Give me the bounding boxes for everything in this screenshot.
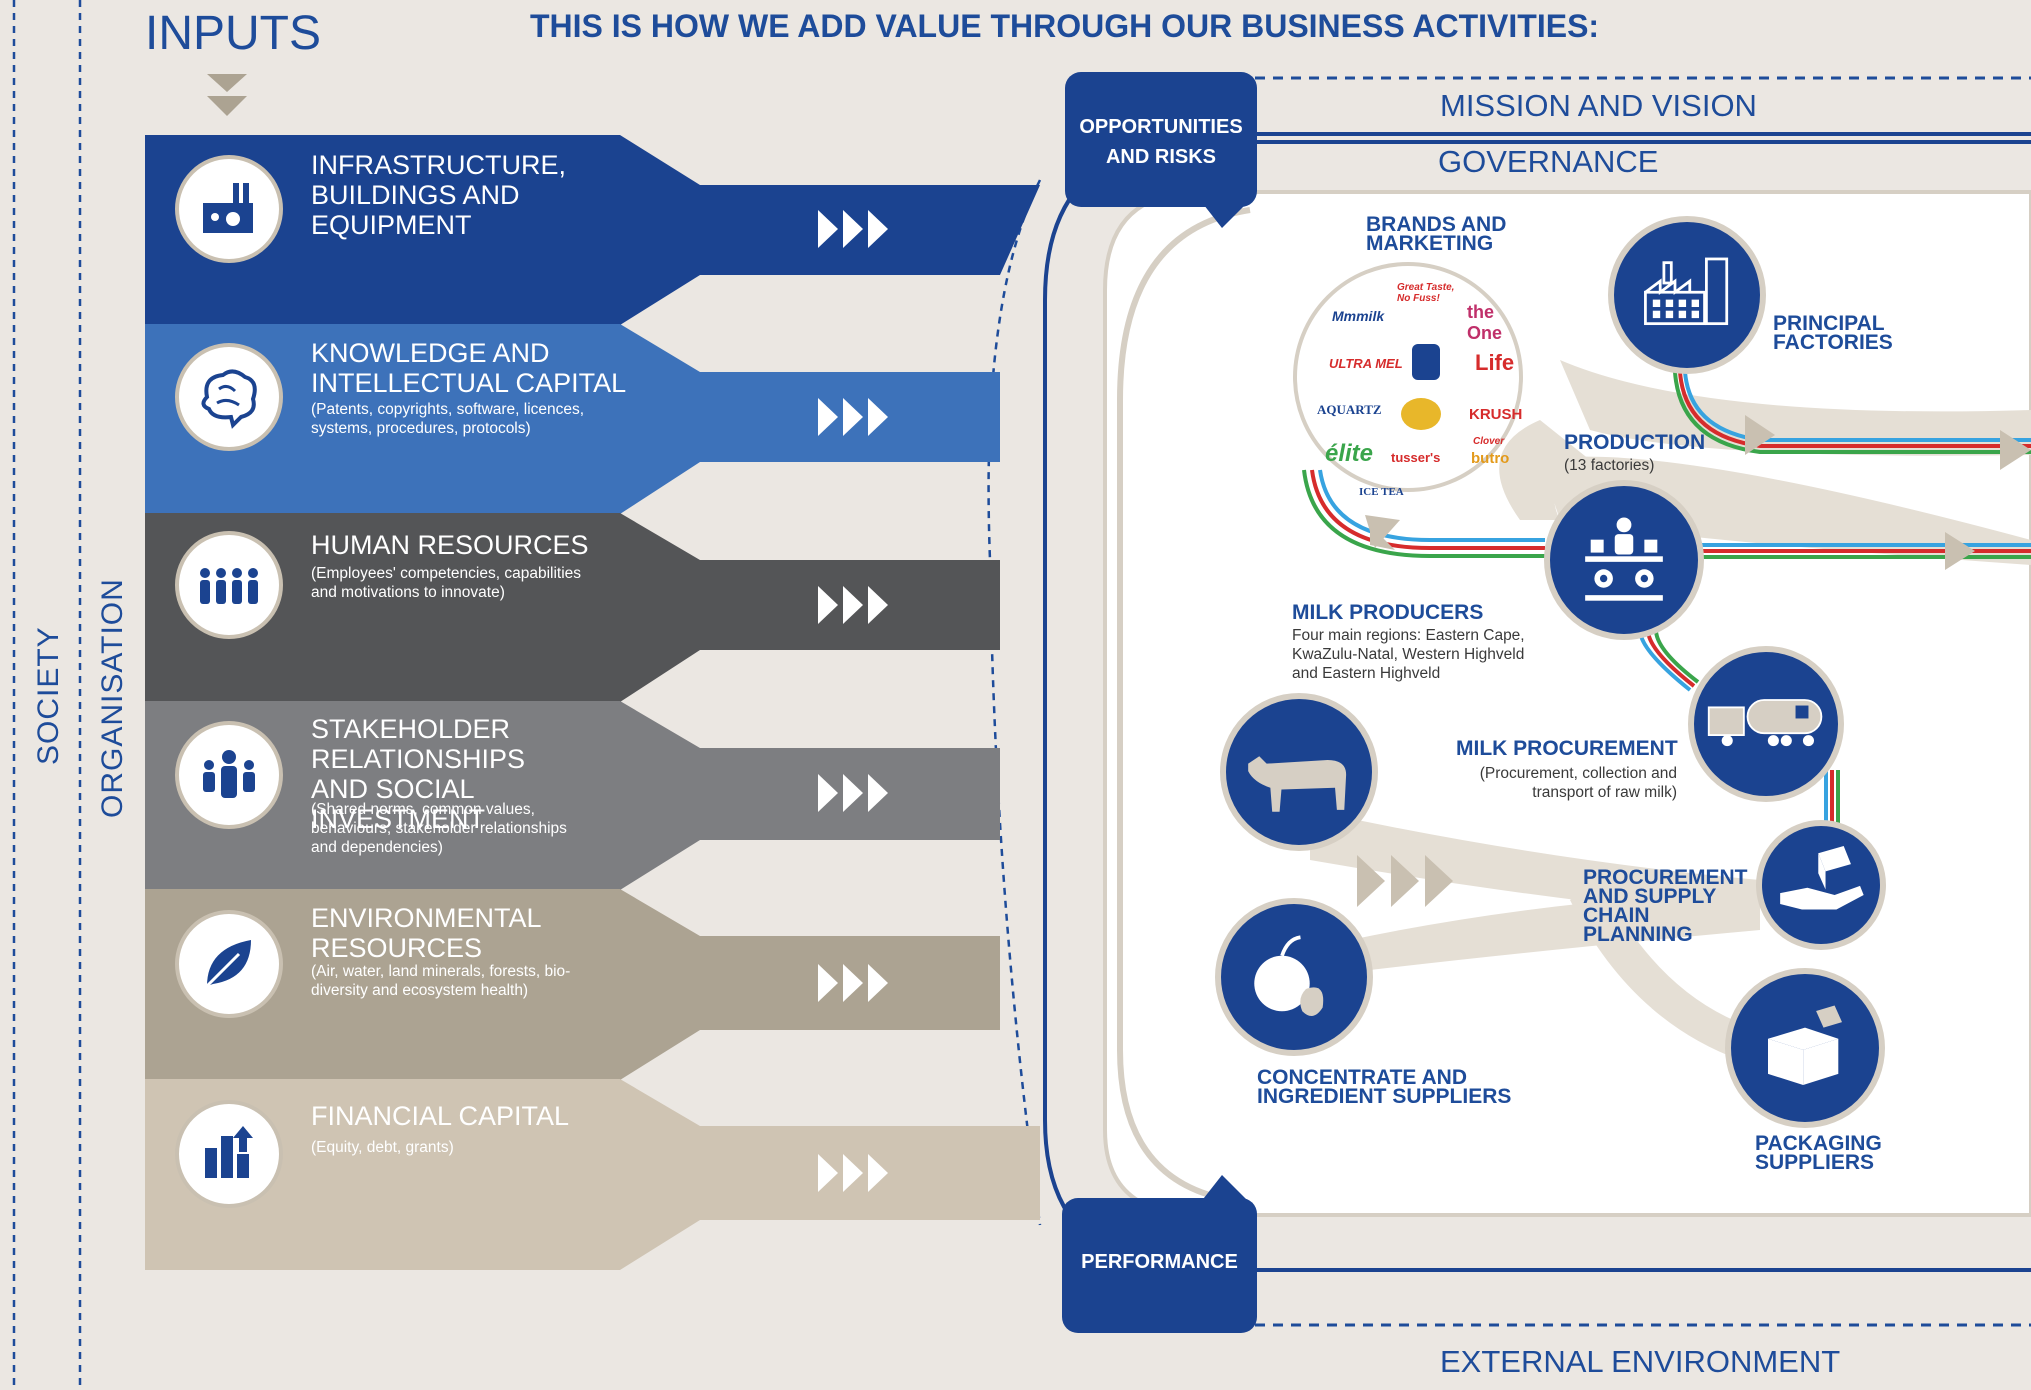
- opportunities-risks-tab[interactable]: OPPORTUNITIES AND RISKS: [1065, 72, 1257, 207]
- production-label: PRODUCTION: [1564, 431, 1706, 454]
- milk-producers-label: MILK PRODUCERS: [1292, 601, 1484, 624]
- brain-icon: [201, 369, 257, 429]
- brand-tussers: tusser's: [1391, 450, 1441, 465]
- brand-pack-icon: [1412, 344, 1440, 380]
- packaging-label: PACKAGING SUPPLIERS: [1755, 1132, 1882, 1174]
- input-icon-0: [175, 155, 283, 263]
- production-node: [1544, 480, 1704, 640]
- packaging-box-icon: [1768, 1005, 1842, 1085]
- milk-producers-node: [1220, 693, 1378, 851]
- input-icon-1: [175, 343, 283, 451]
- input-title-1: KNOWLEDGE AND INTELLECTUAL CAPITAL: [311, 338, 627, 398]
- input-bands: [145, 135, 1040, 1270]
- people-icon: [200, 568, 258, 604]
- brand-clover: Clover: [1473, 436, 1505, 447]
- governance-label: GOVERNANCE: [1438, 144, 1659, 179]
- brand-krush: KRUSH: [1469, 406, 1523, 423]
- input-title-2: HUMAN RESOURCES: [311, 530, 589, 560]
- milk-tanker-icon: [1707, 699, 1823, 747]
- concentrate-label: CONCENTRATE AND INGREDIENT SUPPLIERS: [1257, 1066, 1512, 1108]
- factory-buildings-icon: [1644, 257, 1729, 326]
- input-subtitle-2: (Employees' competencies, capabilities a…: [311, 565, 582, 601]
- packaging-node: [1725, 968, 1885, 1128]
- brand-great-taste: Great Taste, No Fuss!: [1397, 282, 1455, 304]
- opportunities-risks-label: OPPORTUNITIES AND RISKS: [1079, 116, 1243, 168]
- group-icon: [203, 750, 255, 798]
- input-title-5: FINANCIAL CAPITAL: [311, 1101, 570, 1131]
- brand-fruit-icon: [1401, 398, 1441, 430]
- input-icon-3: [175, 721, 283, 829]
- production-sublabel: (13 factories): [1564, 457, 1655, 474]
- input-icon-4: [175, 910, 283, 1018]
- tab-pointer-icon: [1200, 200, 1250, 228]
- procurement-planning-node: [1756, 820, 1886, 950]
- performance-tab[interactable]: PERFORMANCE: [1062, 1198, 1257, 1333]
- performance-label: PERFORMANCE: [1081, 1251, 1238, 1273]
- brands-label: BRANDS AND MARKETING: [1366, 213, 1507, 255]
- milk-producers-sublabel: Four main regions: Eastern Cape, KwaZulu…: [1292, 627, 1525, 682]
- milk-procurement-label: MILK PROCUREMENT: [1456, 737, 1678, 760]
- hand-box-icon: [1780, 845, 1864, 910]
- milk-procurement-node: [1688, 646, 1844, 802]
- brand-ice-tea: ICE TEA: [1359, 486, 1404, 498]
- finance-icon: [205, 1126, 253, 1178]
- input-icon-2: [175, 531, 283, 639]
- external-environment-label: EXTERNAL ENVIRONMENT: [1440, 1344, 1841, 1379]
- input-subtitle-4: (Air, water, land minerals, forests, bio…: [311, 963, 571, 999]
- brand-elite: élite: [1325, 440, 1374, 467]
- tab-pointer-up-icon: [1200, 1175, 1250, 1203]
- brand-butro: butro: [1471, 450, 1510, 467]
- mission-vision-label: MISSION AND VISION: [1440, 88, 1757, 123]
- input-subtitle-5: (Equity, debt, grants): [311, 1139, 454, 1156]
- page-title: THIS IS HOW WE ADD VALUE THROUGH OUR BUS…: [530, 8, 1600, 44]
- factory-icon: [203, 183, 253, 233]
- milk-procurement-sublabel: (Procurement, collection and transport o…: [1479, 765, 1677, 801]
- factories-label: PRINCIPAL FACTORIES: [1773, 312, 1893, 354]
- cow-icon: [1248, 756, 1347, 812]
- input-subtitle-3: (Shared norms, common values, behaviours…: [311, 801, 567, 856]
- concentrate-node: [1215, 898, 1373, 1056]
- fruit-icon: [1254, 935, 1324, 1016]
- down-arrows-icon: [207, 74, 247, 116]
- input-icon-5: [175, 1100, 283, 1208]
- brands-circle: Mmmilk Great Taste, No Fuss! the One ULT…: [1293, 262, 1523, 498]
- brand-the-one: the One: [1467, 302, 1503, 343]
- input-title-0: INFRASTRUCTURE, BUILDINGS AND EQUIPMENT: [311, 150, 566, 240]
- inputs-heading: INPUTS: [145, 7, 322, 60]
- flow-chevrons-icon: [1357, 855, 1453, 907]
- brand-life: Life: [1475, 350, 1515, 375]
- brand-aquartz: AQUARTZ: [1317, 402, 1382, 417]
- input-subtitle-1: (Patents, copyrights, software, licences…: [311, 401, 585, 437]
- brand-ultramel: ULTRA MEL: [1329, 356, 1403, 371]
- leaf-icon: [201, 940, 251, 992]
- procurement-planning-label: PROCUREMENT AND SUPPLY CHAIN PLANNING: [1583, 866, 1748, 946]
- input-title-4: ENVIRONMENTAL RESOURCES: [311, 903, 541, 963]
- brand-mmmilk: Mmmilk: [1332, 308, 1385, 324]
- input-title-3: STAKEHOLDER RELATIONSHIPS AND SOCIAL INV…: [311, 714, 526, 834]
- production-machine-icon: [1585, 517, 1663, 601]
- factories-node: [1608, 216, 1766, 374]
